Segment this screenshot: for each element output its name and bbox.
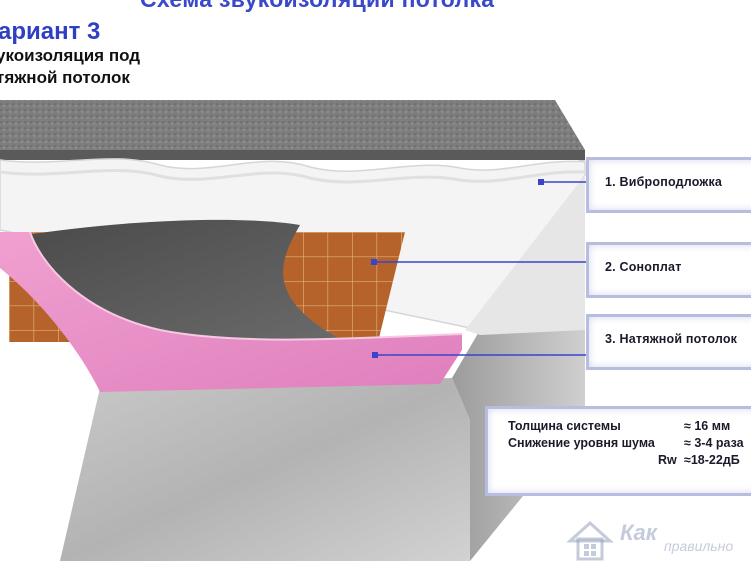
connector-dot-1 xyxy=(538,179,544,185)
watermark-text-2: правильно xyxy=(664,538,734,554)
spec-noise-value: ≈ 3-4 раза xyxy=(684,436,744,450)
layer-label-2-text: 2. Соноплат xyxy=(605,260,682,274)
room-wall xyxy=(60,378,470,561)
spec-rw-value: ≈18-22дБ xyxy=(684,453,740,467)
connector-dot-2 xyxy=(371,259,377,265)
spec-thickness-name: Толщина системы xyxy=(508,419,621,433)
underlay-side xyxy=(465,160,585,335)
stretch-membrane xyxy=(0,232,462,392)
concrete-slab xyxy=(0,100,585,150)
spec-noise-name: Снижение уровня шума xyxy=(508,436,655,450)
specs-box: Толщина системы ≈ 16 мм Снижение уровня … xyxy=(485,406,751,496)
watermark-house-icon xyxy=(566,520,614,561)
underlay-wave xyxy=(0,168,586,184)
membrane-edge xyxy=(29,231,463,341)
page-title: Схема звукоизоляции потолка xyxy=(140,0,494,13)
layer-label-3: 3. Натяжной потолок xyxy=(586,314,751,370)
variant-heading: ариант 3 xyxy=(0,18,101,45)
spec-rw-name: Rw xyxy=(658,453,677,467)
slab-edge xyxy=(0,150,585,160)
layer-label-2: 2. Соноплат xyxy=(586,242,751,298)
connector-dot-3 xyxy=(372,352,378,358)
layer-label-1: 1. Виброподложка xyxy=(586,157,751,213)
layer-label-1-text: 1. Виброподложка xyxy=(605,175,723,189)
subtitle-line-2: тяжной потолок xyxy=(0,68,130,87)
subtitle-line-1: укоизоляция под xyxy=(0,46,141,65)
watermark-text-1: Как xyxy=(620,520,657,545)
spec-thickness-value: ≈ 16 мм xyxy=(684,419,731,433)
layer-label-3-text: 3. Натяжной потолок xyxy=(605,332,738,346)
